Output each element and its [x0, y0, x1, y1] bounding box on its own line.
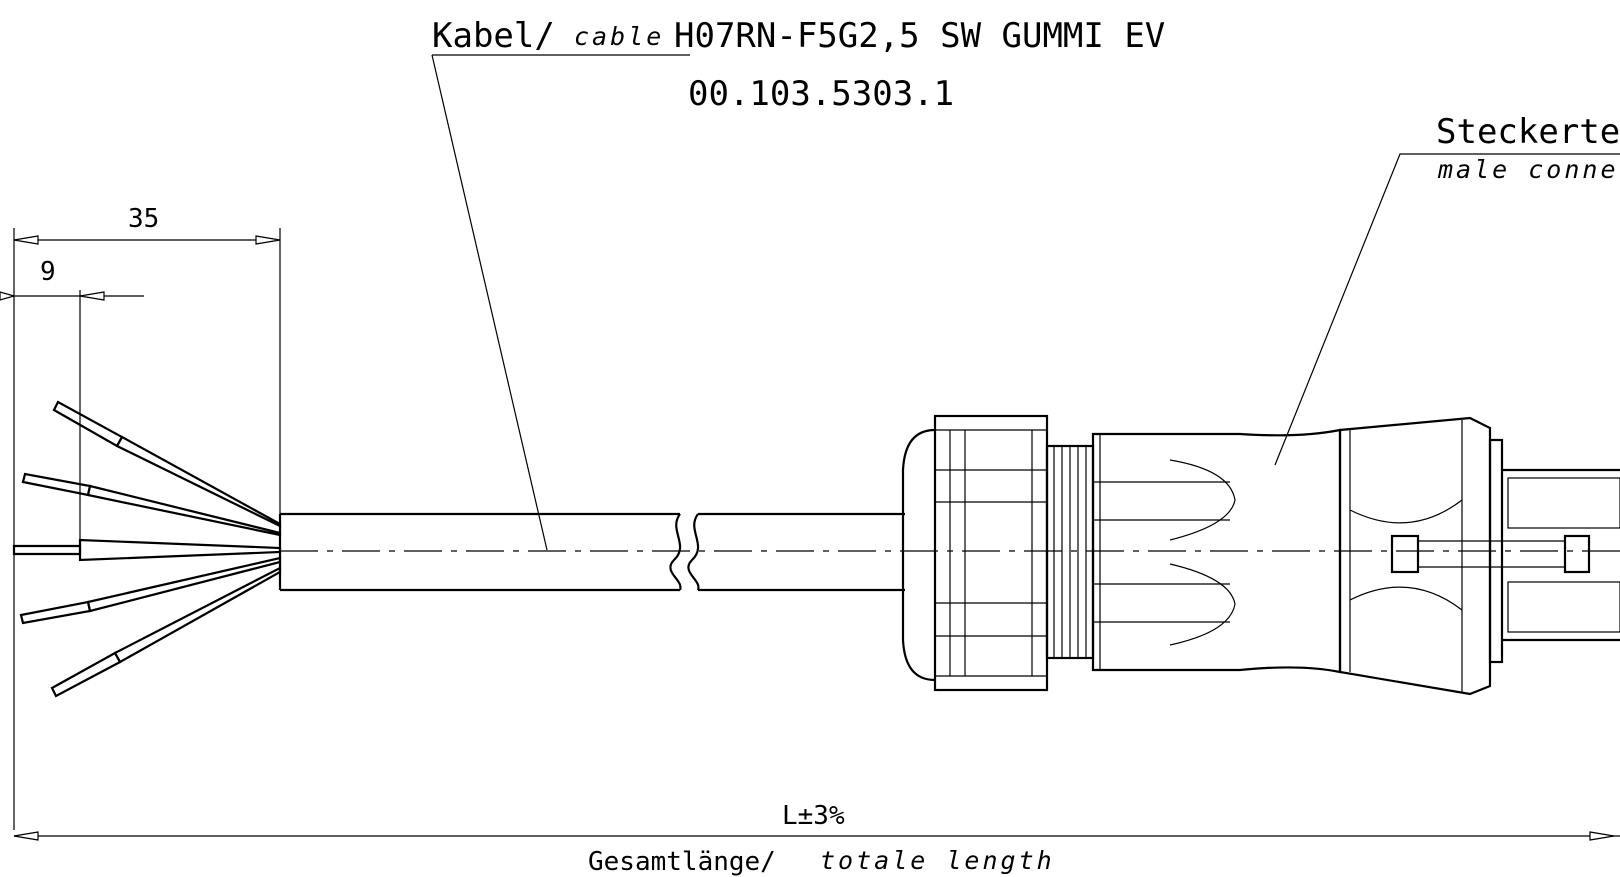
total-length-en: totale length	[820, 846, 1055, 875]
cable-break-left	[669, 513, 682, 591]
connector-label-de: Steckerte	[1436, 112, 1620, 152]
stripped-wires	[12, 400, 282, 698]
front-sleeve	[1338, 416, 1492, 696]
connector-leader-line	[1274, 153, 1620, 466]
dimension-35-label: 35	[128, 204, 159, 234]
arrow-total-left-icon	[13, 831, 39, 841]
wire-1	[52, 400, 282, 528]
latch	[1390, 534, 1420, 574]
dimension-9: 9	[0, 257, 144, 540]
total-length-label: L±3%	[782, 801, 845, 831]
total-length-de: Gesamtlänge/	[588, 847, 776, 877]
dimension-9-label: 9	[40, 257, 56, 287]
arrow-left-icon	[13, 235, 39, 245]
wire-2	[21, 472, 282, 537]
cable-jacket	[278, 512, 905, 592]
arrow-outer-icon	[0, 291, 17, 301]
wire-5	[50, 566, 282, 698]
cable-spec: H07RN-F5G2,5 SW GUMMI EV	[674, 16, 1165, 56]
cable-part-number: 00.103.5303.1	[688, 74, 954, 114]
arrow-total-right-icon	[1589, 831, 1615, 841]
thread	[1045, 444, 1095, 660]
connector-seal	[901, 428, 936, 682]
cable-leader-line	[431, 54, 548, 551]
cable-label: Kabel/ cable H07RN-F5G2,5 SW GUMMI EV 00…	[431, 16, 1165, 551]
contact-housing	[1502, 468, 1620, 642]
cable-label-en: cable	[574, 22, 664, 51]
grip-rib-bottom	[1169, 563, 1236, 646]
arrow-right-icon	[255, 235, 281, 245]
latch-right	[1563, 534, 1591, 574]
connector-label-en: male conne	[1437, 155, 1619, 184]
arrow-inner-icon	[79, 291, 105, 301]
cap-nut	[933, 414, 1049, 692]
connector-label: Steckerte male conne	[1274, 112, 1620, 466]
connector-body	[901, 414, 1620, 696]
dimension-35: 35	[13, 204, 281, 830]
cable-break-right	[687, 513, 700, 591]
cable-label-de: Kabel/	[432, 16, 555, 56]
wire-3	[12, 538, 282, 562]
wire-4	[19, 556, 282, 625]
grip-rib-top	[1169, 459, 1236, 541]
dimension-total: L±3% Gesamtlänge/ totale length	[13, 801, 1620, 877]
